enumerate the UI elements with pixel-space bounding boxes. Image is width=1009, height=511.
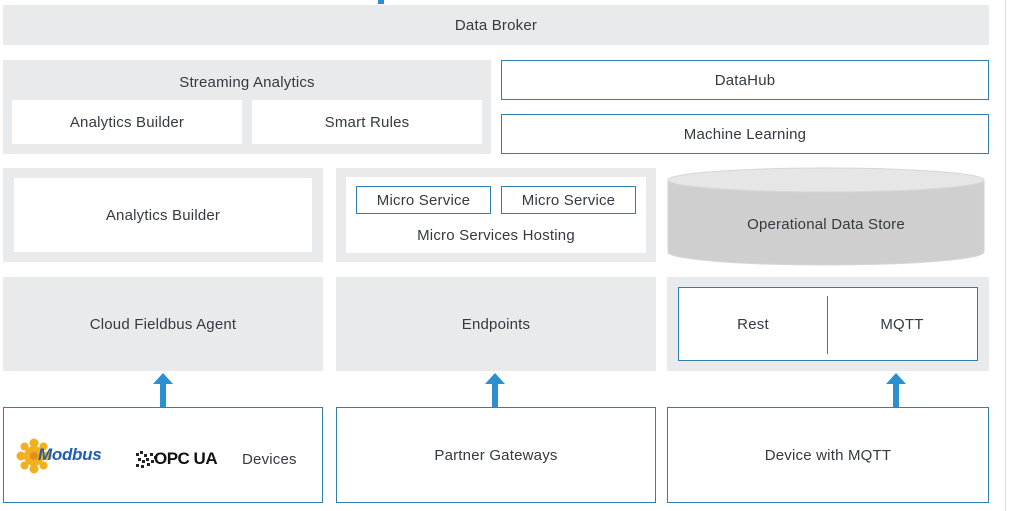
machine-learning-label: Machine Learning bbox=[683, 125, 807, 143]
device-with-mqtt-box: Device with MQTT bbox=[667, 407, 989, 503]
micro-service-1-box: Micro Service bbox=[356, 186, 491, 214]
micro-service-2-box: Micro Service bbox=[501, 186, 636, 214]
analytics-builder-box: Analytics Builder bbox=[3, 168, 323, 262]
micro-services-inner: Micro Service Micro Service Micro Servic… bbox=[346, 177, 646, 253]
streaming-analytics-title: Streaming Analytics bbox=[179, 73, 315, 91]
operational-data-store-label: Operational Data Store bbox=[747, 215, 905, 233]
micro-service-2-label: Micro Service bbox=[521, 191, 616, 209]
rest-label: Rest bbox=[737, 315, 769, 333]
smart-rules-box: Smart Rules bbox=[252, 100, 482, 144]
endpoints-box: Endpoints bbox=[336, 277, 656, 371]
devices-box: Modbus OPC UA Devices bbox=[3, 407, 323, 503]
mqtt-cell: MQTT bbox=[828, 288, 976, 360]
streaming-analytics-box: Streaming Analytics Analytics Builder Sm… bbox=[3, 60, 491, 154]
partner-gateways-box: Partner Gateways bbox=[336, 407, 656, 503]
modbus-gear-icon bbox=[16, 438, 52, 474]
operational-data-store-wrap: Operational Data Store bbox=[667, 206, 985, 242]
partner-gateways-label: Partner Gateways bbox=[434, 446, 558, 464]
smart-rules-label: Smart Rules bbox=[324, 113, 410, 131]
micro-services-box: Micro Service Micro Service Micro Servic… bbox=[336, 168, 656, 262]
datahub-box: DataHub bbox=[501, 60, 989, 100]
right-edge-rule bbox=[1005, 0, 1006, 511]
rest-cell: Rest bbox=[679, 288, 827, 360]
cloud-fieldbus-agent-box: Cloud Fieldbus Agent bbox=[3, 277, 323, 371]
rest-mqtt-divider bbox=[827, 296, 828, 354]
streaming-analytics-builder-label: Analytics Builder bbox=[69, 113, 185, 131]
arrow-up-icon bbox=[886, 373, 906, 407]
top-accent bbox=[378, 0, 384, 4]
analytics-builder-inner: Analytics Builder bbox=[14, 178, 312, 252]
endpoints-label: Endpoints bbox=[461, 315, 531, 333]
cylinder-shape bbox=[667, 167, 985, 266]
arrow-up-icon bbox=[485, 373, 505, 407]
devices-label: Devices bbox=[242, 451, 297, 468]
arrow-up-icon bbox=[153, 373, 173, 407]
machine-learning-box: Machine Learning bbox=[501, 114, 989, 154]
modbus-logo: Modbus bbox=[16, 438, 124, 474]
rest-mqtt-inner: Rest MQTT bbox=[678, 287, 978, 361]
analytics-builder-label: Analytics Builder bbox=[105, 206, 221, 224]
micro-services-hosting-label: Micro Services Hosting bbox=[417, 226, 575, 244]
modbus-logo-text: Modbus bbox=[38, 445, 102, 464]
micro-services-hosting-wrap: Micro Services Hosting bbox=[346, 223, 646, 247]
streaming-analytics-builder-box: Analytics Builder bbox=[12, 100, 242, 144]
cloud-fieldbus-agent-label: Cloud Fieldbus Agent bbox=[89, 315, 237, 333]
data-broker-box: Data Broker bbox=[3, 5, 989, 45]
data-broker-label: Data Broker bbox=[454, 16, 538, 34]
datahub-label: DataHub bbox=[714, 71, 776, 89]
micro-service-1-label: Micro Service bbox=[376, 191, 471, 209]
rest-mqtt-box: Rest MQTT bbox=[667, 277, 989, 371]
operational-data-store: Operational Data Store bbox=[667, 166, 985, 266]
device-with-mqtt-label: Device with MQTT bbox=[764, 446, 892, 464]
opcua-dots-icon bbox=[136, 451, 157, 468]
streaming-analytics-title-wrap: Streaming Analytics bbox=[3, 70, 491, 94]
opcua-logo-text: OPC UA bbox=[154, 449, 218, 468]
opcua-logo: OPC UA bbox=[136, 449, 232, 471]
mqtt-label: MQTT bbox=[880, 315, 924, 333]
